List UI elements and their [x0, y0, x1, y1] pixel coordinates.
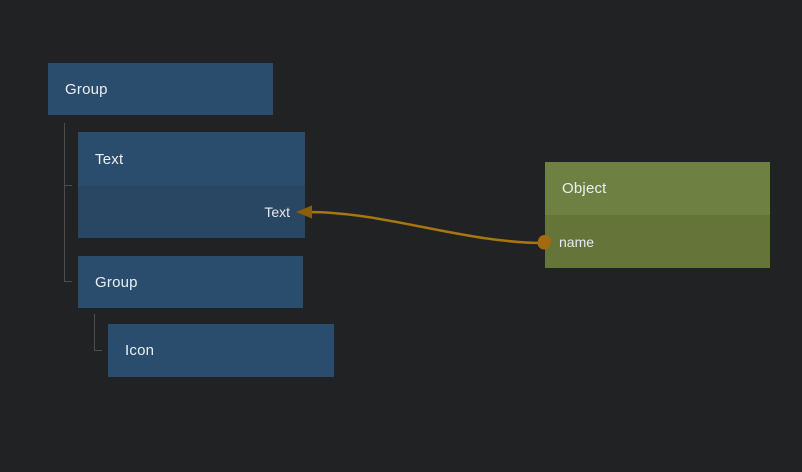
- node-text-header: Text: [78, 132, 305, 186]
- port-dot-name[interactable]: [538, 235, 551, 248]
- node-group-2[interactable]: Group: [78, 256, 303, 308]
- tree-connector-stub-text: [64, 185, 72, 186]
- node-text-port-row[interactable]: Text: [78, 186, 305, 238]
- tree-connector-stub-icon: [94, 350, 102, 351]
- node-icon-title: Icon: [125, 342, 155, 359]
- node-object-port-row[interactable]: name: [538, 215, 770, 268]
- node-icon[interactable]: Icon: [108, 324, 334, 377]
- node-group-1-title: Group: [65, 80, 108, 98]
- port-label-text: Text: [264, 204, 290, 220]
- connection-curve: [307, 210, 545, 245]
- node-text[interactable]: Text Text: [78, 132, 305, 238]
- tree-connector-vertical-2: [94, 314, 95, 350]
- node-group-1[interactable]: Group: [48, 63, 273, 115]
- node-text-title: Text: [95, 150, 124, 168]
- node-object-header: Object: [545, 162, 770, 215]
- node-object[interactable]: Object name: [538, 162, 770, 268]
- tree-connector-vertical-1: [64, 123, 65, 282]
- node-group-2-title: Group: [95, 273, 138, 291]
- connection-wire[interactable]: [296, 205, 551, 250]
- tree-connector-stub-group2: [64, 281, 72, 282]
- node-object-title: Object: [562, 180, 607, 197]
- port-label-name: name: [559, 233, 595, 250]
